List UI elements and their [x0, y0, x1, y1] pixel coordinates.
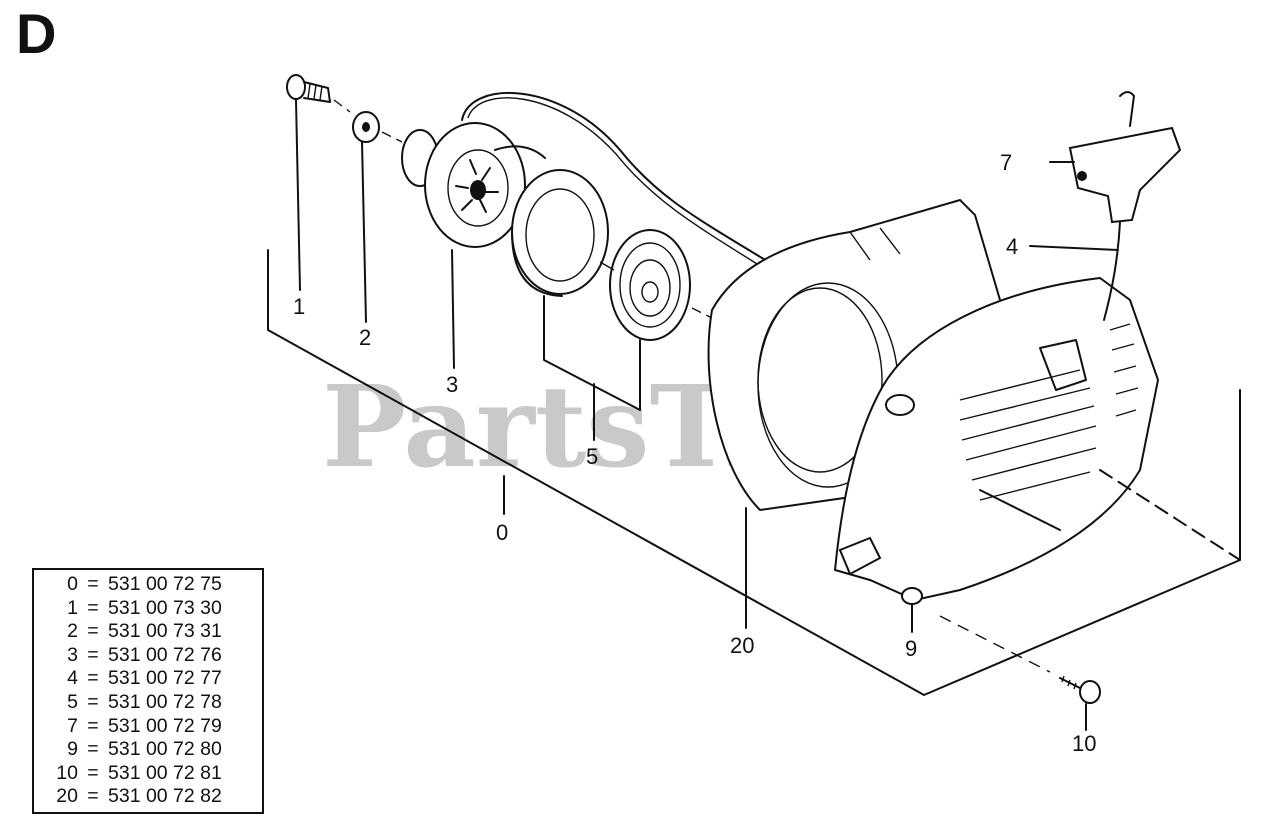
legend-eq: =	[87, 596, 99, 619]
part-10-screw	[939, 615, 1101, 704]
legend-ref: 5	[67, 690, 78, 713]
legend-eq: =	[87, 620, 99, 643]
legend-eq: =	[87, 573, 99, 595]
callouts: 1 2 3 5 0 20 9 10 7 4	[293, 150, 1096, 756]
callout-4: 4	[1006, 234, 1018, 259]
callout-1: 1	[293, 294, 305, 319]
legend-eq: =	[87, 714, 99, 737]
legend-row: 2 = 531 00 73 31	[40, 620, 252, 644]
legend-part-number: 531 00 73 31	[108, 620, 222, 643]
legend-row: 4 = 531 00 72 77	[40, 667, 252, 691]
part-1-screw	[286, 74, 351, 113]
legend-ref: 1	[67, 596, 78, 619]
legend-ref: 0	[67, 573, 78, 595]
legend-part-number: 531 00 72 76	[108, 643, 222, 666]
legend-part-number: 531 00 72 79	[108, 714, 222, 737]
part-9-starter-cover	[833, 276, 1241, 605]
section-letter: D	[16, 2, 57, 65]
callout-7: 7	[1000, 150, 1012, 175]
legend-row: 20 = 531 00 72 82	[40, 785, 252, 809]
part-5-cup	[511, 169, 609, 297]
callout-0: 0	[496, 520, 508, 545]
legend-ref: 7	[67, 714, 78, 737]
legend-ref: 20	[56, 785, 78, 808]
legend-ref: 9	[67, 738, 78, 761]
legend-part-number: 531 00 72 78	[108, 690, 222, 713]
legend-row: 3 = 531 00 72 76	[40, 644, 252, 668]
legend-ref: 2	[67, 620, 78, 643]
part-7-handle	[1068, 91, 1182, 224]
leader-lines	[295, 99, 1119, 731]
legend-part-number: 531 00 72 75	[108, 573, 222, 595]
legend-eq: =	[87, 667, 99, 690]
callout-5: 5	[586, 444, 598, 469]
legend-row: 7 = 531 00 72 79	[40, 715, 252, 739]
callout-10: 10	[1072, 731, 1096, 756]
parts-legend: 0 = 531 00 72 75 1 = 531 00 73 30 2 = 531 00 73 …	[32, 568, 264, 814]
callout-20: 20	[730, 633, 754, 658]
legend-row: 0 = 531 00 72 75	[40, 573, 252, 597]
legend-eq: =	[87, 643, 99, 666]
legend-part-number: 531 00 72 81	[108, 761, 222, 784]
part-4-rope	[1103, 221, 1121, 321]
part-2-washer	[352, 111, 403, 143]
callout-9: 9	[905, 636, 917, 661]
legend-row: 10 = 531 00 72 81	[40, 762, 252, 786]
legend-part-number: 531 00 73 30	[108, 596, 222, 619]
legend-eq: =	[87, 761, 99, 784]
part-5-spring	[599, 229, 713, 341]
legend-row: 5 = 531 00 72 78	[40, 691, 252, 715]
legend-ref: 10	[56, 761, 78, 784]
part-3-pulley	[401, 122, 546, 248]
callout-3: 3	[446, 372, 458, 397]
legend-eq: =	[87, 738, 99, 761]
legend-eq: =	[87, 690, 99, 713]
legend-ref: 3	[67, 643, 78, 666]
legend-row: 1 = 531 00 73 30	[40, 597, 252, 621]
legend-part-number: 531 00 72 80	[108, 738, 222, 761]
starter-rope	[461, 92, 791, 283]
callout-2: 2	[359, 325, 371, 350]
assembly-bracket	[267, 249, 1241, 696]
legend-ref: 4	[67, 667, 78, 690]
legend-part-number: 531 00 72 82	[108, 785, 222, 808]
legend-eq: =	[87, 785, 99, 808]
legend-row: 9 = 531 00 72 80	[40, 738, 252, 762]
legend-part-number: 531 00 72 77	[108, 667, 222, 690]
